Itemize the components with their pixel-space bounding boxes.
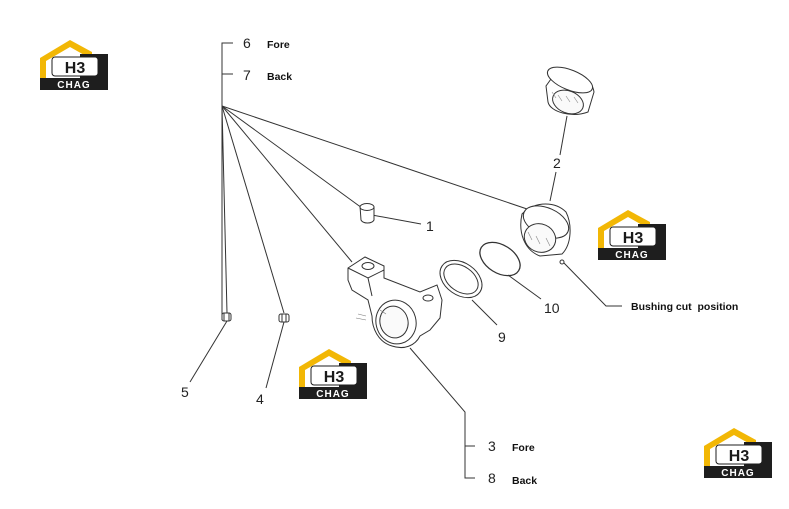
callout-6-number: 6 [243,35,251,51]
logo-mark-text: H3 [729,448,750,465]
pin-1 [359,203,375,224]
ring-10 [479,241,521,277]
logo-brand-text: CHAG [316,389,349,400]
logo-brand-text: CHAG [57,80,90,91]
logo-watermark-mid-right: H3 CHAG [597,209,667,261]
logo-watermark-bottom-center: H3 CHAG [298,348,368,400]
leader-lines [189,42,622,479]
callout-6-label: Fore [267,39,290,51]
callout-4-number: 4 [256,391,264,407]
callout-1-number: 1 [426,218,434,234]
rocker-arm [347,256,443,349]
callout-7-number: 7 [243,67,251,83]
callout-5-number: 5 [181,384,189,400]
callout-8-label: Back [512,475,537,487]
logo-watermark-top-left: H3 CHAG [39,39,109,91]
logo-mark-text: H3 [65,60,86,77]
callout-3-number: 3 [488,438,496,454]
ring-9 [439,259,483,299]
callout-9-number: 9 [498,329,506,345]
bushing-cut-label: Bushing cut position [631,301,738,313]
logo-brand-text: CHAG [615,250,648,261]
logo-mark-text: H3 [623,230,644,247]
bushing-top [545,66,595,115]
callout-7-label: Back [267,71,292,83]
bushing-assembled [520,203,571,265]
logo-watermark-bottom-right: H3 CHAG [703,427,773,479]
nut-4 [278,313,290,323]
callout-8-number: 8 [488,470,496,486]
callout-3-label: Fore [512,442,535,454]
nut-5 [221,312,232,322]
logo-brand-text: CHAG [721,468,754,479]
callout-10-number: 10 [544,300,560,316]
logo-mark-text: H3 [324,369,345,386]
callout-2-number: 2 [553,155,561,171]
